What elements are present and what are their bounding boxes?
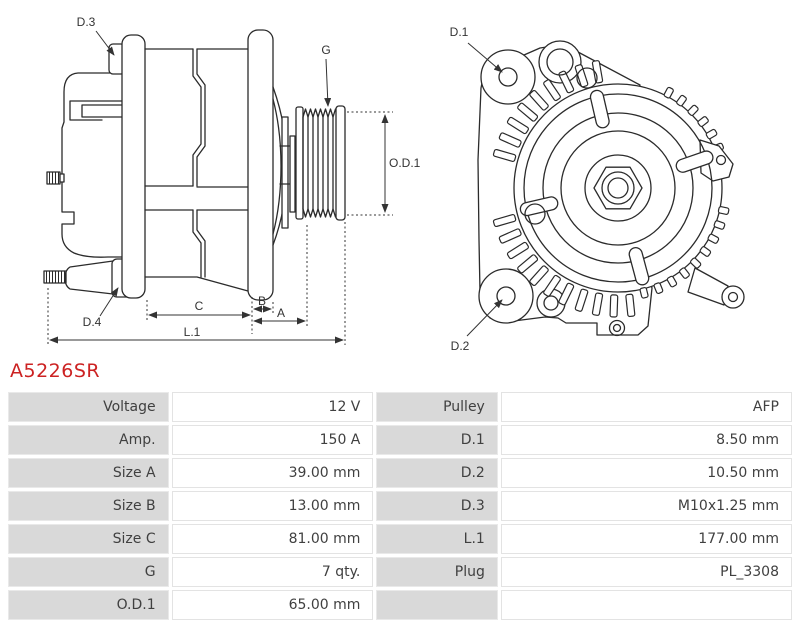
- spec-value: 39.00 mm: [171, 458, 374, 488]
- terminal-block: [69, 100, 123, 121]
- rear-bracket-bar: [121, 34, 146, 299]
- dim-label-d1: D.1: [450, 25, 469, 39]
- spec-label: Plug: [376, 557, 498, 587]
- spec-value: 12 V: [171, 392, 374, 422]
- spec-label: Size B: [8, 491, 169, 521]
- spec-value: 81.00 mm: [171, 524, 374, 554]
- spec-value: 177.00 mm: [500, 524, 792, 554]
- spec-label: Size C: [8, 524, 169, 554]
- fan-spokes: [519, 89, 714, 286]
- spec-label: D.1: [376, 425, 498, 455]
- table-row: Size A 39.00 mm D.2 10.50 mm: [8, 458, 792, 488]
- spec-value: M10x1.25 mm: [500, 491, 792, 521]
- spec-label: [376, 590, 498, 620]
- table-row: Size C 81.00 mm L.1 177.00 mm: [8, 524, 792, 554]
- spec-value: 65.00 mm: [171, 590, 374, 620]
- table-row: Voltage 12 V Pulley AFP: [8, 392, 792, 422]
- side-view-diagram: [43, 29, 346, 301]
- upper-mount-ear: [480, 49, 536, 105]
- spec-value: AFP: [500, 392, 792, 422]
- vent-slots: [492, 60, 636, 318]
- front-bracket-bar: [247, 29, 274, 301]
- spec-label: L.1: [376, 524, 498, 554]
- spec-label: D.3: [376, 491, 498, 521]
- dim-label-g: G: [321, 43, 330, 57]
- dim-label-od1: O.D.1: [389, 156, 421, 170]
- dim-label-b: B: [258, 294, 266, 308]
- dim-label-a: A: [277, 306, 285, 320]
- front-view-dimensions: [466, 42, 503, 337]
- table-row: O.D.1 65.00 mm: [8, 590, 792, 620]
- dim-label-l1: L.1: [184, 325, 201, 339]
- mount-hole-d1: [498, 67, 518, 87]
- spec-value: 10.50 mm: [500, 458, 792, 488]
- spec-table: Voltage 12 V Pulley AFP Amp. 150 A D.1 8…: [5, 389, 795, 623]
- table-row: Size B 13.00 mm D.3 M10x1.25 mm: [8, 491, 792, 521]
- spec-value: 8.50 mm: [500, 425, 792, 455]
- spec-label: O.D.1: [8, 590, 169, 620]
- spec-label: Voltage: [8, 392, 169, 422]
- spec-value: PL_3308: [500, 557, 792, 587]
- spec-value: 7 qty.: [171, 557, 374, 587]
- rear-housing: [61, 72, 131, 258]
- pulley: [295, 105, 346, 221]
- shaft: [281, 116, 289, 229]
- spec-value: 150 A: [171, 425, 374, 455]
- dim-label-d4: D.4: [83, 315, 102, 329]
- dim-label-c: C: [195, 299, 204, 313]
- spec-value: 13.00 mm: [171, 491, 374, 521]
- front-view-diagram: [477, 40, 745, 337]
- technical-diagrams: D.3 G O.D.1 D.4 C B A L.1: [43, 15, 745, 353]
- dim-label-d2: D.2: [451, 339, 470, 353]
- side-view-dimensions: [47, 30, 393, 345]
- spec-label: Amp.: [8, 425, 169, 455]
- mount-bolt: [43, 270, 67, 284]
- mount-boss: [64, 260, 114, 295]
- spec-value: [500, 590, 792, 620]
- spec-label: G: [8, 557, 169, 587]
- alternator-drawings-svg: D.3 G O.D.1 D.4 C B A L.1: [43, 15, 745, 353]
- bottom-right-ear: [721, 285, 745, 309]
- spec-label: Size A: [8, 458, 169, 488]
- dim-label-d3: D.3: [77, 15, 96, 29]
- spec-label: D.2: [376, 458, 498, 488]
- table-row: G 7 qty. Plug PL_3308: [8, 557, 792, 587]
- spec-label: Pulley: [376, 392, 498, 422]
- mount-hole-d2: [496, 286, 516, 306]
- part-number: A5226SR: [10, 360, 101, 382]
- terminal-stud: [46, 171, 61, 185]
- table-row: Amp. 150 A D.1 8.50 mm: [8, 425, 792, 455]
